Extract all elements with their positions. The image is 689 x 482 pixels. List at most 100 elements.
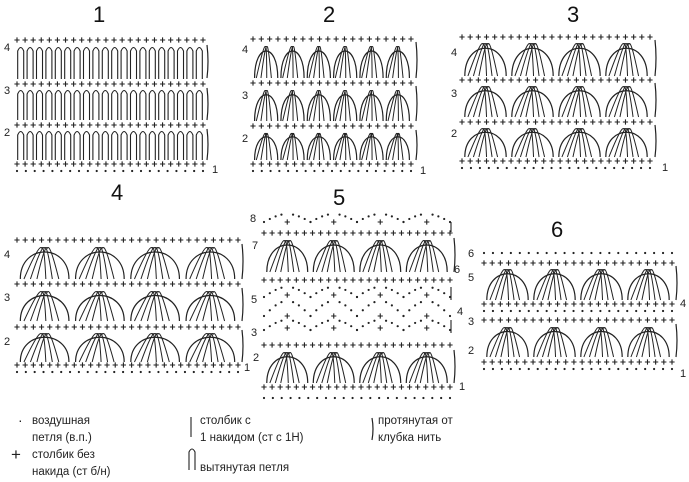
chain-mark bbox=[351, 396, 354, 400]
pulled-yarn-mark bbox=[453, 237, 456, 273]
single-crochet-mark bbox=[612, 317, 618, 323]
elongated-loop-mark bbox=[29, 332, 53, 363]
single-crochet-mark bbox=[200, 122, 206, 128]
single-crochet-mark bbox=[111, 122, 117, 128]
chain-mark bbox=[373, 286, 376, 289]
single-crochet-mark bbox=[103, 37, 109, 43]
single-crochet-mark bbox=[549, 77, 555, 83]
single-crochet-mark bbox=[400, 123, 406, 129]
single-crochet-mark bbox=[622, 158, 629, 164]
chain-mark bbox=[69, 169, 72, 173]
elongated-loop-mark bbox=[566, 42, 587, 77]
elongated-loop-mark bbox=[414, 351, 434, 384]
chain-mark bbox=[262, 295, 266, 299]
pulled-yarn-mark bbox=[241, 287, 244, 322]
single-crochet-mark bbox=[318, 384, 324, 390]
single-crochet-mark bbox=[516, 158, 522, 164]
elongated-loop-mark bbox=[478, 127, 499, 158]
chain-mark bbox=[367, 321, 370, 325]
single-crochet-mark bbox=[390, 277, 396, 283]
single-crochet-mark bbox=[439, 277, 445, 283]
single-crochet-mark bbox=[161, 237, 167, 243]
chain-mark bbox=[613, 166, 616, 170]
chain-mark bbox=[348, 169, 351, 173]
single-crochet-mark bbox=[342, 230, 348, 236]
single-crochet-mark bbox=[350, 230, 356, 236]
single-crochet-mark bbox=[14, 237, 20, 243]
elongated-loop-mark bbox=[362, 351, 382, 384]
chain-mark bbox=[496, 166, 499, 170]
single-crochet-mark bbox=[30, 37, 36, 43]
single-crochet-mark bbox=[604, 317, 610, 323]
single-crochet-mark bbox=[595, 301, 602, 307]
single-crochet-mark bbox=[153, 362, 159, 368]
chain-mark bbox=[201, 370, 204, 374]
single-crochet-mark bbox=[112, 281, 118, 287]
single-crochet-mark bbox=[47, 324, 53, 330]
elongated-loop-mark bbox=[282, 45, 294, 79]
single-crochet-mark bbox=[439, 384, 445, 390]
row-label: 8 bbox=[250, 213, 257, 225]
single-crochet-mark bbox=[620, 301, 626, 307]
single-crochet-mark bbox=[47, 362, 53, 368]
single-crochet-mark bbox=[308, 36, 314, 42]
single-crochet-mark bbox=[447, 277, 453, 283]
single-crochet-mark bbox=[366, 80, 373, 86]
single-crochet-mark bbox=[415, 277, 421, 283]
single-crochet-mark bbox=[497, 301, 503, 307]
chain-mark bbox=[367, 215, 370, 218]
chain-mark bbox=[431, 213, 434, 216]
chain-mark bbox=[478, 166, 482, 170]
single-crochet-mark bbox=[112, 324, 118, 330]
single-crochet-mark bbox=[14, 37, 20, 43]
single-crochet-mark bbox=[358, 277, 364, 283]
elongated-loop-mark bbox=[202, 332, 226, 363]
chain-mark bbox=[595, 166, 598, 170]
chain-mark bbox=[617, 251, 620, 255]
single-crochet-mark bbox=[300, 80, 306, 86]
single-crochet-mark bbox=[22, 81, 28, 87]
elongated-loop-mark bbox=[308, 89, 320, 122]
single-crochet-mark bbox=[331, 325, 337, 331]
single-crochet-mark bbox=[489, 301, 495, 307]
single-crochet-mark bbox=[546, 260, 552, 266]
single-crochet-mark bbox=[590, 158, 596, 164]
single-crochet-mark bbox=[261, 342, 267, 348]
elongated-loop-mark bbox=[91, 332, 115, 363]
single-crochet-mark bbox=[481, 359, 487, 365]
chain-mark bbox=[670, 367, 674, 371]
single-crochet-mark bbox=[128, 281, 135, 287]
chain-mark bbox=[339, 169, 342, 173]
chain-mark bbox=[338, 319, 341, 322]
single-crochet-mark bbox=[309, 230, 316, 236]
elongated-loop-mark bbox=[73, 46, 81, 79]
chain-mark bbox=[315, 217, 318, 221]
chain-mark bbox=[344, 215, 347, 218]
single-crochet-mark bbox=[350, 36, 356, 42]
single-crochet-mark bbox=[500, 34, 506, 40]
single-crochet-mark bbox=[79, 237, 86, 243]
elongated-loop-mark bbox=[120, 46, 128, 79]
single-crochet-mark bbox=[88, 362, 94, 368]
chain-mark bbox=[518, 309, 521, 313]
single-crochet-mark bbox=[227, 362, 233, 368]
single-crochet-mark bbox=[628, 260, 634, 266]
single-crochet-mark bbox=[342, 277, 348, 283]
chain-mark bbox=[183, 370, 187, 374]
single-crochet-mark bbox=[159, 161, 166, 167]
single-crochet-mark bbox=[391, 36, 397, 42]
single-crochet-mark bbox=[661, 359, 667, 365]
single-crochet-mark bbox=[184, 81, 190, 87]
single-crochet-mark bbox=[235, 362, 241, 368]
chain-mark bbox=[367, 304, 370, 307]
single-crochet-mark bbox=[408, 123, 414, 129]
single-crochet-mark bbox=[127, 37, 133, 43]
elongated-loop-mark bbox=[64, 46, 72, 79]
chain-mark bbox=[322, 169, 325, 173]
single-crochet-mark bbox=[516, 77, 522, 83]
single-crochet-mark bbox=[55, 324, 61, 330]
single-crochet-mark bbox=[151, 161, 158, 167]
elongated-loop-mark bbox=[326, 239, 347, 273]
chain-mark bbox=[581, 309, 584, 313]
chain-mark bbox=[644, 309, 647, 313]
